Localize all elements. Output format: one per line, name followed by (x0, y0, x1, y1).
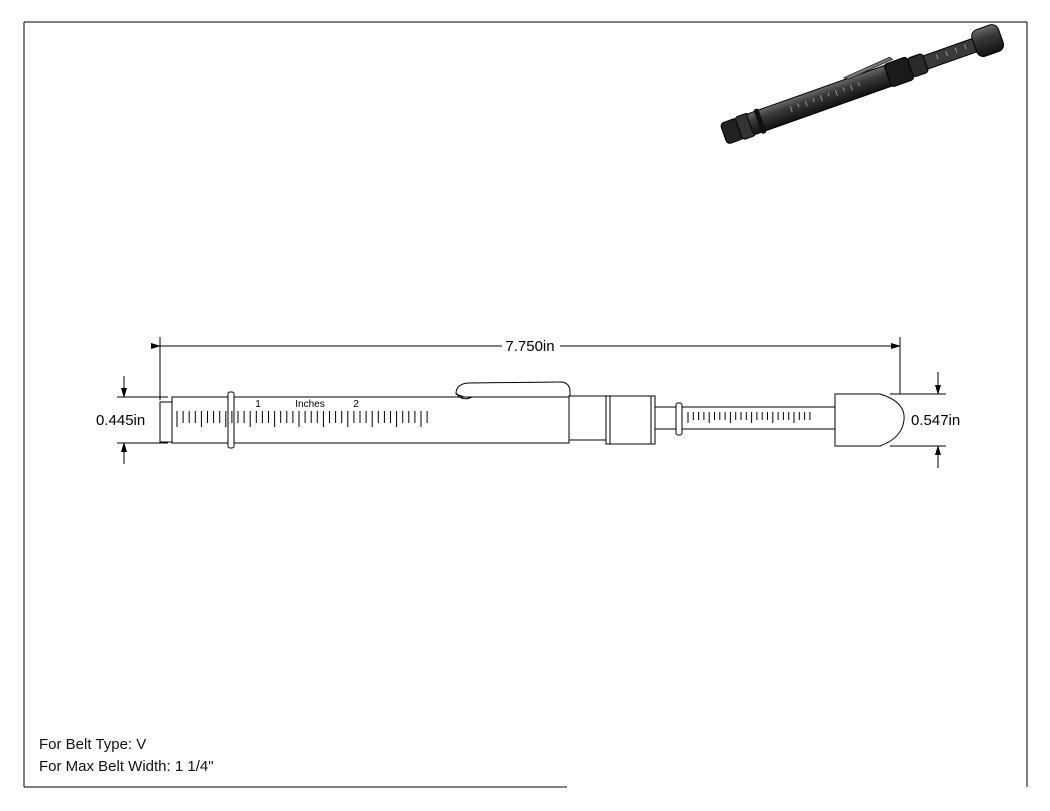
end-plug (159, 401, 173, 443)
rod-o-ring (675, 402, 683, 436)
nut (605, 395, 656, 445)
sheet-border (23, 21, 1028, 788)
max-belt-width-note: For Max Belt Width: 1 1/4" (39, 758, 214, 775)
collar (568, 395, 607, 441)
cap-diameter-label: 0.547in (911, 412, 960, 429)
body-scale (176, 411, 428, 427)
scale-unit-label: Inches (295, 399, 324, 410)
end-cap (834, 393, 905, 447)
gauge-front-view (159, 381, 905, 449)
body-diameter-dimension (117, 376, 168, 464)
overall-length-label: 7.750in (505, 338, 554, 355)
isometric-gauge-view (720, 24, 1005, 144)
body-o-ring (227, 391, 235, 449)
length-dimension (151, 337, 901, 400)
belt-type-note: For Belt Type: V (39, 736, 147, 753)
scale-number-1: 1 (255, 399, 261, 410)
pocket-clip (455, 381, 571, 398)
body-diameter-label: 0.445in (96, 412, 145, 429)
scale-number-2: 2 (353, 399, 359, 410)
cap-diameter-dimension (890, 372, 946, 468)
rod-scale (687, 412, 811, 423)
